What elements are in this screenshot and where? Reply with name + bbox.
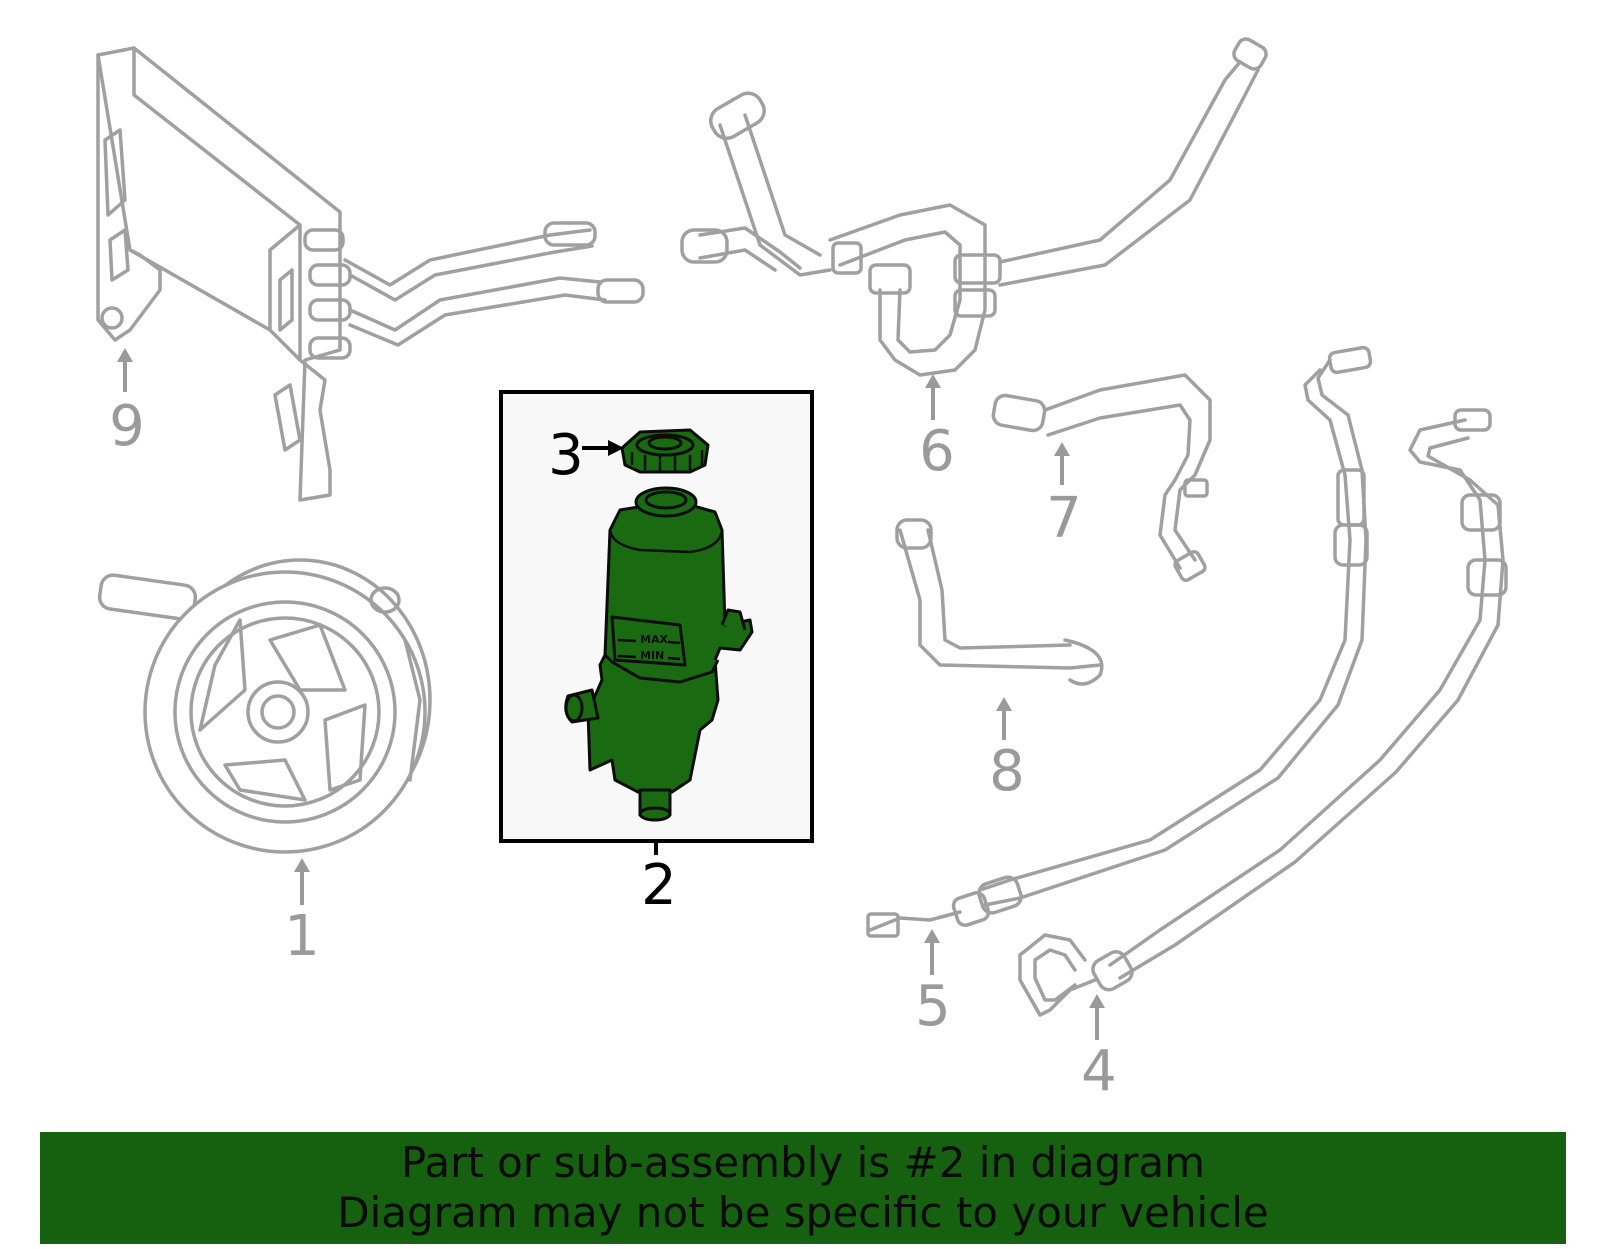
svg-text:8: 8 (989, 739, 1025, 804)
callout-2: 2 (641, 843, 677, 918)
banner-line-1: Part or sub-assembly is #2 in diagram (400, 1138, 1206, 1187)
part-1-pump[interactable] (97, 558, 432, 854)
part-4-hose[interactable] (1018, 408, 1508, 1017)
svg-text:2: 2 (641, 853, 677, 918)
callout-7: 7 (1046, 442, 1082, 551)
callout-5: 5 (915, 929, 951, 1039)
banner-line-2: Diagram may not be specific to your vehi… (337, 1188, 1269, 1237)
callout-1: 1 (284, 858, 320, 969)
callout-9: 9 (109, 348, 145, 459)
part-8-hose[interactable] (895, 518, 1104, 686)
svg-text:1: 1 (284, 904, 320, 969)
svg-text:3: 3 (548, 423, 584, 488)
reservoir-min-label: MIN (640, 649, 664, 662)
callout-8: 8 (989, 697, 1025, 804)
svg-text:9: 9 (109, 394, 145, 459)
info-banner: Part or sub-assembly is #2 in diagram Di… (40, 1132, 1566, 1244)
svg-text:5: 5 (915, 974, 951, 1039)
callout-4: 4 (1081, 994, 1117, 1104)
part-6-hose[interactable] (680, 36, 1269, 377)
callout-3: 3 (548, 423, 624, 488)
svg-text:4: 4 (1081, 1039, 1117, 1104)
reservoir-max-label: MAX (640, 633, 668, 646)
callout-6: 6 (919, 374, 955, 484)
part-9-cooler[interactable] (96, 46, 645, 502)
part-3-cap[interactable] (620, 428, 710, 474)
svg-text:7: 7 (1046, 486, 1082, 551)
part-2-reservoir[interactable]: MAX MIN (564, 486, 754, 822)
part-5-hose[interactable] (866, 345, 1373, 938)
svg-text:6: 6 (919, 419, 955, 484)
part-7-hose[interactable] (991, 373, 1212, 582)
